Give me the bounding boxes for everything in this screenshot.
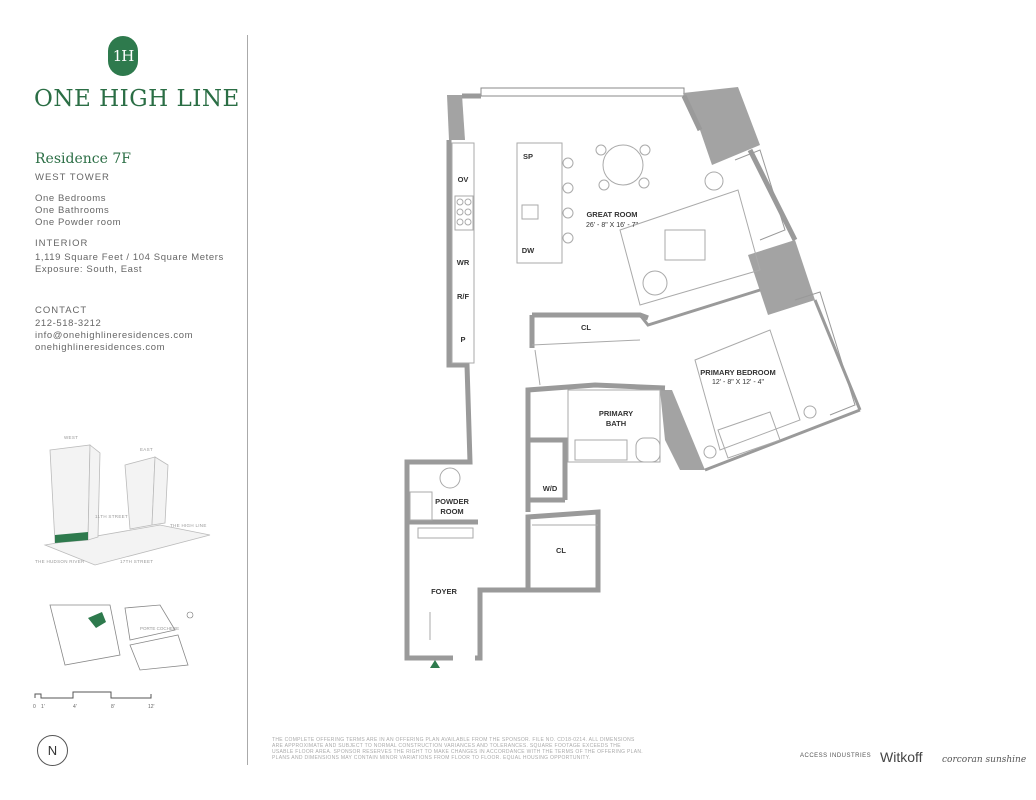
contact-phone[interactable]: 212-518-3212 <box>35 318 102 329</box>
hudson-label: THE HUDSON RIVER <box>35 559 85 564</box>
wine-refrigerator-label: WR <box>457 258 470 267</box>
closet-lower-label: CL <box>556 546 566 555</box>
scale-tick-12: 12' <box>148 704 155 710</box>
street-17th-label: 17TH STREET <box>120 559 153 564</box>
contact-label: CONTACT <box>35 305 88 316</box>
oven-label: OV <box>458 175 469 184</box>
sink-prep-label: SP <box>523 152 533 161</box>
contact-website[interactable]: onehighlineresidences.com <box>35 342 166 353</box>
east-label: EAST <box>140 447 153 452</box>
area-text: 1,119 Square Feet / 104 Square Meters <box>35 252 224 263</box>
foyer-label: FOYER <box>431 587 457 596</box>
bedrooms-text: One Bedrooms <box>35 193 107 204</box>
scale-tick-4: 4' <box>73 704 77 710</box>
brand-name: ONE HIGH LINE <box>34 86 240 112</box>
closet-upper-label: CL <box>581 323 591 332</box>
west-label: WEST <box>64 435 78 440</box>
high-line-label: THE HIGH LINE <box>170 523 207 528</box>
powder-room-label-1: POWDER <box>435 497 469 506</box>
great-room-label: GREAT ROOM <box>586 210 637 219</box>
tower-label: WEST TOWER <box>35 172 110 183</box>
interior-label: INTERIOR <box>35 238 89 249</box>
street-11th-label: 11TH STREET <box>95 514 128 519</box>
divider <box>247 35 248 765</box>
porte-cochere-label: PORTE COCHERE <box>140 626 179 631</box>
scale-tick-8: 8' <box>111 704 115 710</box>
great-room-dims: 26' - 8" X 16' - 7" <box>586 222 639 229</box>
dishwasher-label: DW <box>522 246 535 255</box>
witkoff-logo: Witkoff <box>880 749 923 765</box>
scale-bar: 0 1' 4' 8' 12' <box>33 691 155 710</box>
corcoran-sunshine-logo: corcoran sunshine <box>942 755 1027 765</box>
scale-tick-0: 0 <box>33 704 36 710</box>
refrigerator-freezer-label: R/F <box>457 292 470 301</box>
primary-bedroom-label: PRIMARY BEDROOM <box>700 368 775 377</box>
north-compass-icon: N <box>37 735 68 766</box>
primary-bath-label-1: PRIMARY <box>599 409 633 418</box>
powder-room-label-2: ROOM <box>440 507 463 516</box>
contact-email[interactable]: info@onehighlineresidences.com <box>35 330 194 341</box>
washer-dryer-label: W/D <box>543 484 558 493</box>
primary-bath-label-2: BATH <box>606 419 626 428</box>
powder-text: One Powder room <box>35 217 122 228</box>
pantry-label: P <box>460 335 465 344</box>
logo-monogram: 1H <box>108 36 138 76</box>
site-compass-icon <box>186 611 194 619</box>
exposure-text: Exposure: South, East <box>35 264 143 275</box>
disclaimer-text: THE COMPLETE OFFERING TERMS ARE IN AN OF… <box>272 737 643 761</box>
primary-bedroom-dims: 12' - 8" X 12' - 4" <box>712 379 765 386</box>
building-illustration: WEST EAST 11TH STREET THE HIGH LINE THE … <box>35 435 211 566</box>
scale-tick-1: 1' <box>41 704 45 710</box>
residence-title: Residence 7F <box>35 151 131 167</box>
access-industries-logo: ACCESS INDUSTRIES <box>800 753 872 759</box>
bathrooms-text: One Bathrooms <box>35 205 110 216</box>
entry-marker-icon <box>430 660 440 668</box>
site-map: PORTE COCHERE <box>49 604 194 671</box>
